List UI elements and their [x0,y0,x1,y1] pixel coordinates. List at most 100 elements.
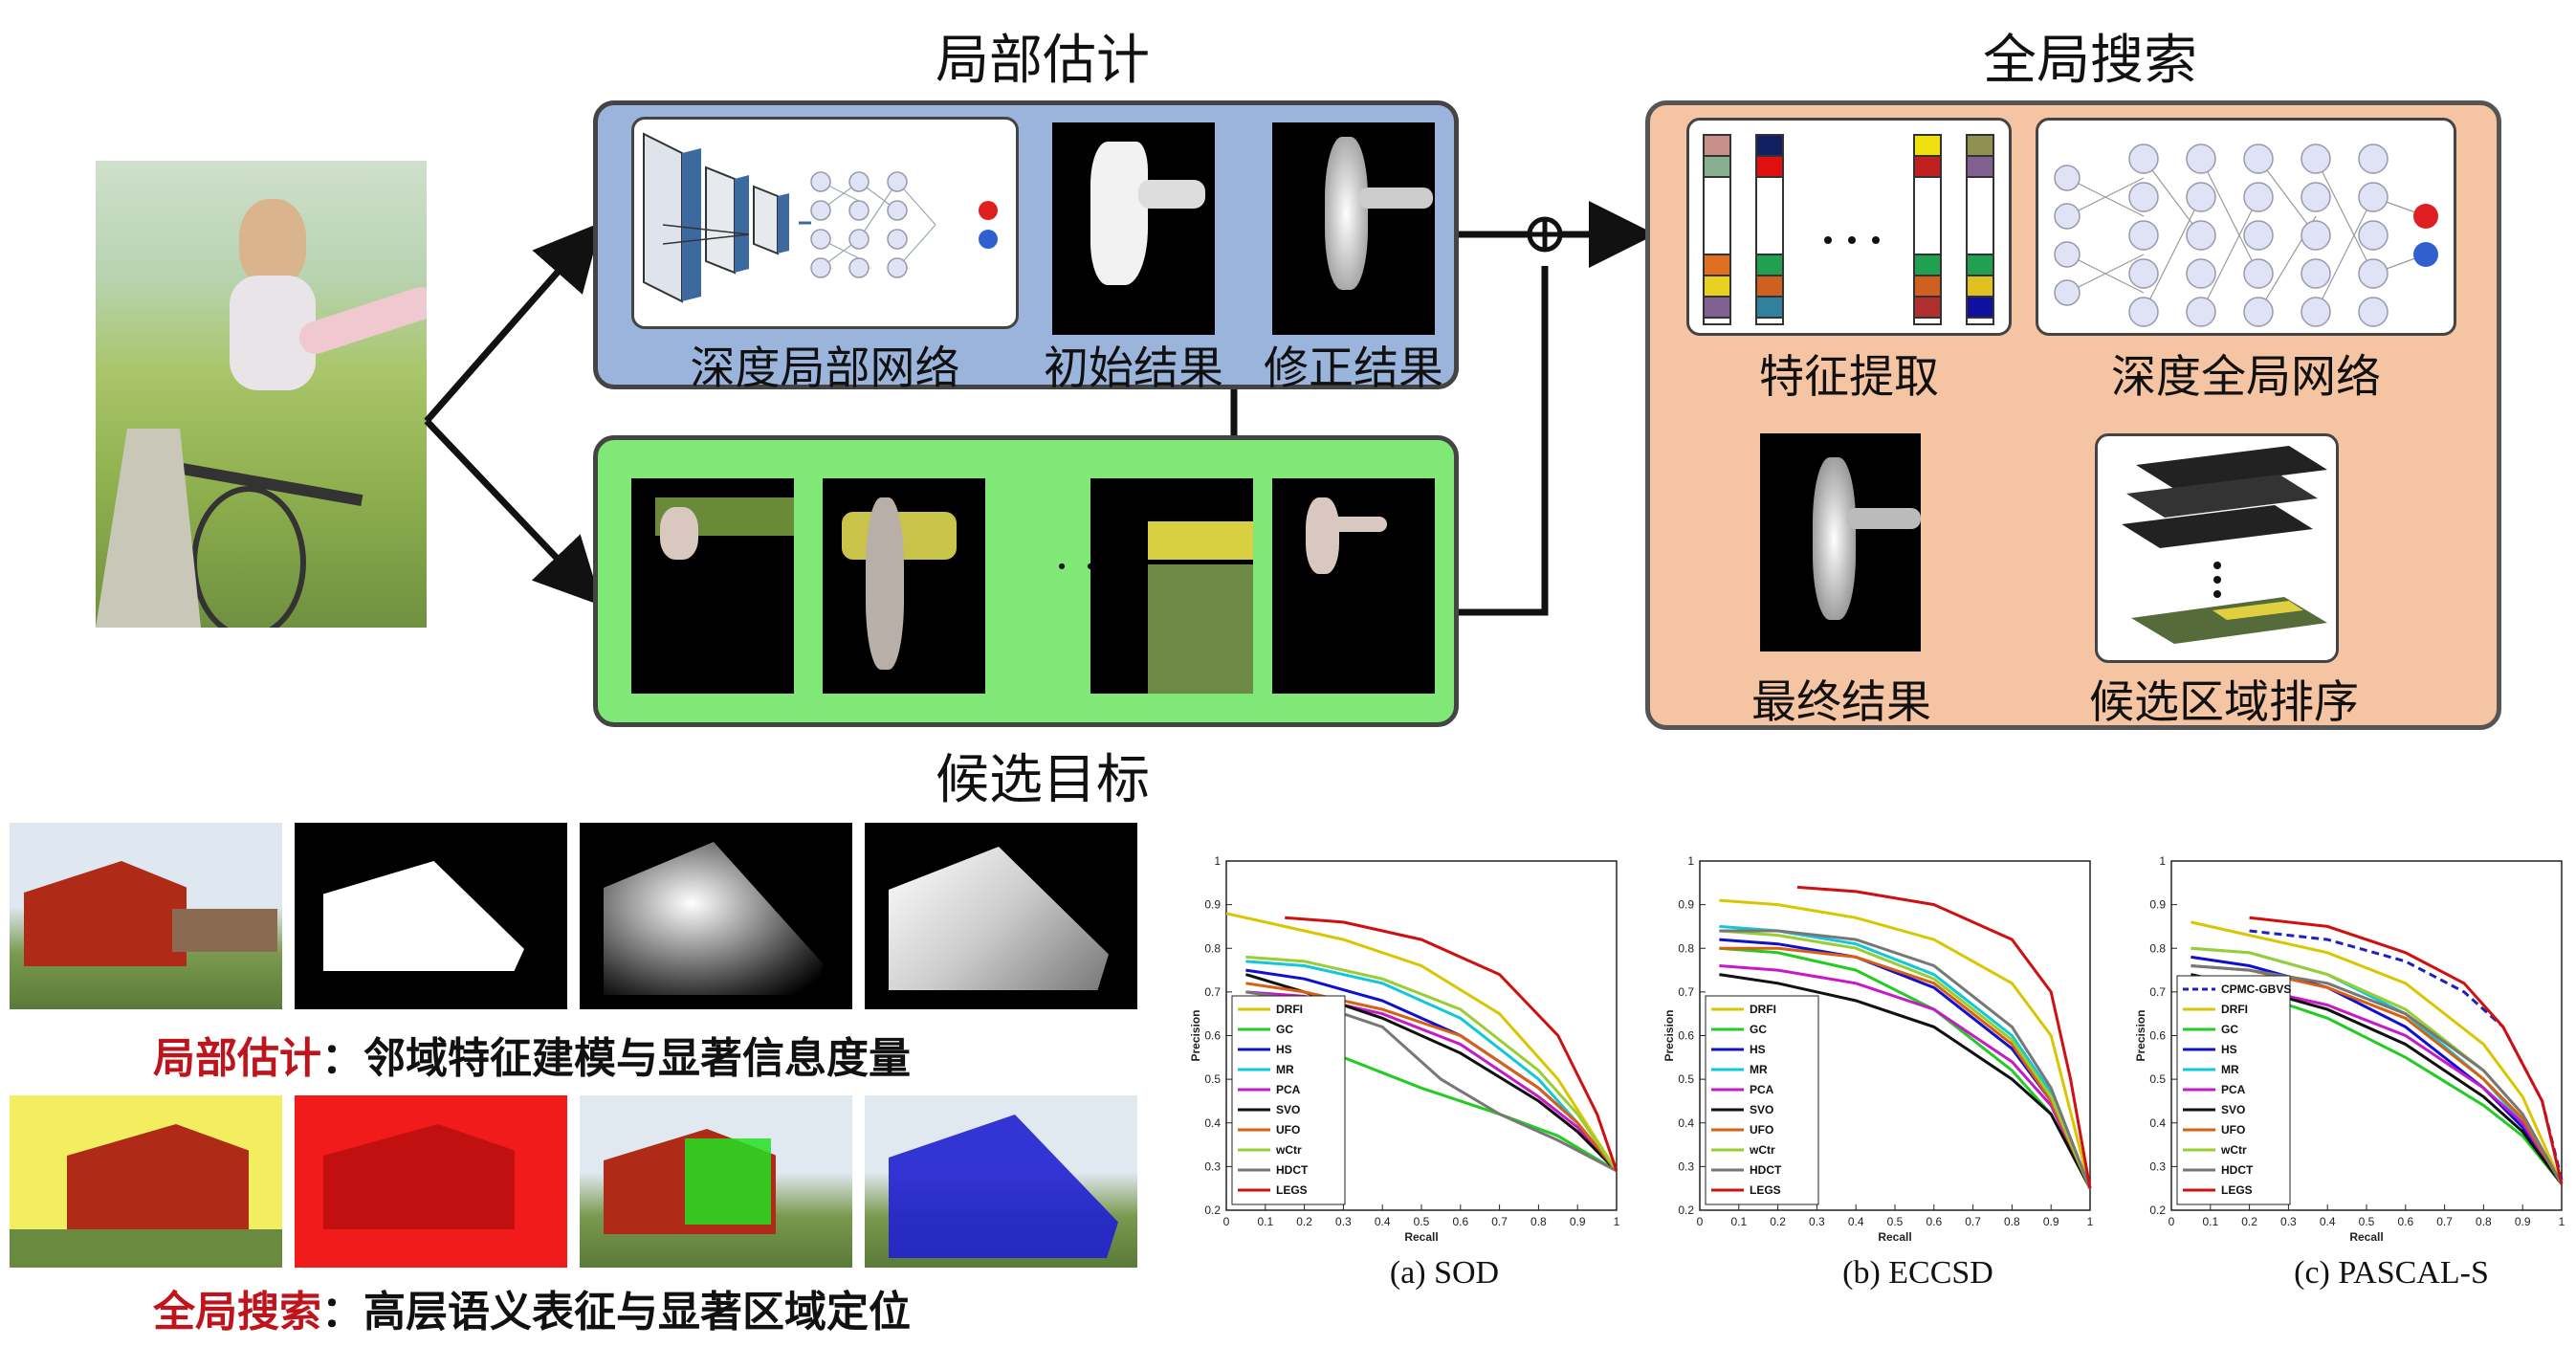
initial-result-map [1052,122,1215,335]
y-tick-label: 0.2 [1678,1203,1694,1217]
series-line-hdct [1719,929,2092,1189]
x-axis-label: Recall [1878,1230,1911,1244]
x-tick-label: 0.8 [2004,1215,2020,1228]
series-line-drfi [1719,898,2092,1189]
legend-label: DRFI [1276,1003,1303,1016]
y-tick-label: 1 [2159,854,2166,868]
x-tick-label: 0.3 [1335,1215,1352,1228]
candidate-3 [1090,478,1253,694]
legend-label: PCA [2221,1083,2246,1096]
legend-label: DRFI [2221,1003,2248,1016]
legend-label: GC [1276,1023,1293,1036]
candidate-4 [1272,478,1435,694]
x-tick-label: 0.6 [1926,1215,1942,1228]
candidate-ranking-box [2095,433,2339,663]
train-photo [10,823,282,1009]
legend-label: wCtr [1749,1143,1775,1157]
legend-label: MR [1276,1063,1294,1076]
series-line-pca [1719,964,2092,1189]
refined-result-caption: 修正结果 [1264,342,1443,395]
train-yellow-overlay [10,1095,282,1268]
x-tick-label: 0.7 [2436,1215,2453,1228]
x-tick-label: 0.2 [2241,1215,2257,1228]
cnn-diagram [643,132,998,303]
x-tick-label: 0 [1223,1215,1230,1228]
pr-chart-eccsd-caption: (b) ECCSD [1842,1255,1993,1291]
x-tick-label: 0.1 [1257,1215,1273,1228]
y-tick-label: 0.8 [1678,941,1694,955]
pr-chart-sod-caption: (a) SOD [1389,1255,1500,1291]
y-tick-label: 0.6 [2149,1029,2166,1043]
ground-truth-mask [295,823,567,1009]
x-tick-label: 0.5 [2359,1215,2375,1228]
x-tick-label: 0.2 [1296,1215,1312,1228]
legend-label: GC [1750,1023,1767,1036]
legend-label: HS [1750,1043,1766,1056]
x-tick-label: 0.7 [1965,1215,1981,1228]
legend-label: HS [2221,1043,2237,1056]
train-red-overlay [295,1095,567,1268]
global-search-title: 全局搜索 [1983,30,2197,92]
legend-label: HDCT [1750,1163,1782,1177]
x-tick-label: 0.3 [1809,1215,1825,1228]
x-tick-label: 0 [1697,1215,1704,1228]
legend-label: SVO [1276,1103,1300,1116]
y-axis-label: Precision [2134,1009,2147,1061]
legend-label: MR [2221,1063,2239,1076]
train-blue-overlay [865,1095,1137,1268]
initial-result-caption: 初始结果 [1044,342,1223,395]
y-tick-label: 1 [1687,854,1694,868]
candidate-ranking-caption: 候选区域排序 [2089,676,2359,729]
series-line-legs [2249,916,2564,1184]
feature-extraction-caption: 特征提取 [1759,351,1939,404]
x-tick-label: 0.1 [2202,1215,2218,1228]
ranking-stack-diagram [2122,446,2327,644]
x-tick-label: 0.9 [1570,1215,1586,1228]
x-tick-label: 0.4 [1375,1215,1391,1228]
y-axis-label: Precision [1189,1009,1202,1061]
x-axis-label: Recall [2349,1230,2383,1244]
final-result-map [1760,433,1921,651]
y-tick-label: 0.6 [1678,1029,1694,1043]
x-tick-label: 0.8 [1530,1215,1547,1228]
y-tick-label: 0.4 [1678,1116,1694,1130]
y-tick-label: 0.6 [1204,1029,1221,1043]
y-tick-label: 0.5 [1678,1072,1694,1086]
y-tick-label: 0.7 [2149,985,2166,999]
y-tick-label: 0.4 [1204,1116,1221,1130]
y-tick-label: 0.5 [1204,1072,1221,1086]
y-tick-label: 0.3 [2149,1159,2166,1173]
series-line-legs [1796,885,2092,1189]
y-tick-label: 0.2 [1204,1203,1221,1217]
x-axis-label: Recall [1404,1230,1438,1244]
legend-label: DRFI [1750,1003,1776,1016]
x-tick-label: 0.5 [1887,1215,1904,1228]
local-example-row [10,823,1138,1009]
series-line-ufo [1719,946,2092,1189]
legend-label: UFO [1750,1123,1773,1137]
candidate-1 [631,478,794,694]
y-tick-label: 0.4 [2149,1116,2166,1130]
feature-vectors-diagram [1703,134,1994,325]
feature-extraction-box [1686,118,2012,336]
x-tick-label: 0 [2169,1215,2175,1228]
x-tick-label: 0.3 [2280,1215,2297,1228]
y-tick-label: 0.9 [1204,898,1221,912]
local-estimation-title: 局部估计 [936,30,1150,92]
y-axis-label: Precision [1662,1009,1676,1061]
legend-label: CPMC-GBVS [2221,983,2291,996]
y-tick-label: 0.5 [2149,1072,2166,1086]
pr-chart-pascal-caption: (c) PASCAL-S [2294,1255,2489,1291]
legend-label: PCA [1276,1083,1301,1096]
candidate-targets-panel: · · · [593,435,1459,727]
y-tick-label: 0.8 [1204,941,1221,955]
local-refined-map [865,823,1137,1009]
legend-label: GC [2221,1023,2238,1036]
